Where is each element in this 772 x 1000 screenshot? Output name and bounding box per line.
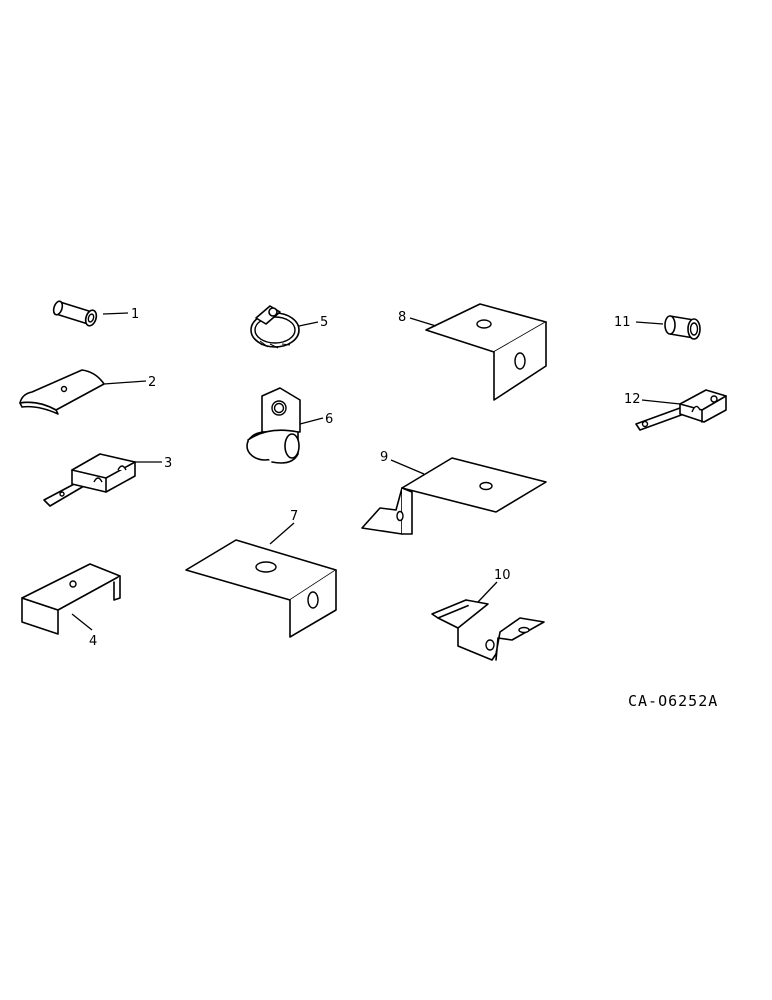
callout-11[interactable]: 11 [614,315,631,330]
callout-1[interactable]: 1 [131,307,139,322]
drawing-code: CA-O6252A [628,692,718,710]
leader-7 [269,522,295,545]
callout-2[interactable]: 2 [148,375,156,390]
leader-1 [102,312,129,315]
part-6-loop-clamp[interactable] [246,387,301,464]
leader-12 [641,399,681,405]
part-7-angle-bracket[interactable] [185,539,337,638]
leader-11 [635,321,664,325]
part-8-angle-bracket[interactable] [425,303,547,401]
callout-8[interactable]: 8 [398,310,406,325]
callout-5[interactable]: 5 [320,315,328,330]
part-4-u-bracket[interactable] [21,563,121,635]
callout-7[interactable]: 7 [290,509,298,524]
leader-10 [477,581,498,603]
part-3-block-clamp[interactable] [43,453,136,507]
part-5-hose-clamp[interactable] [250,305,300,349]
part-11-bushing[interactable] [664,315,701,340]
leader-2 [103,380,147,385]
callout-9[interactable]: 9 [380,450,388,465]
callout-12[interactable]: 12 [624,392,641,407]
callout-3[interactable]: 3 [164,456,172,471]
part-12-strap-clamp[interactable] [635,389,727,431]
callout-6[interactable]: 6 [325,412,333,427]
callout-10[interactable]: 10 [494,568,511,583]
leader-6 [299,417,324,425]
leader-5 [298,321,319,327]
leader-4 [71,613,93,631]
part-10-hat-bracket[interactable] [431,599,545,661]
leader-9 [390,459,425,475]
part-9-offset-bracket[interactable] [361,457,547,535]
part-2-curved-plate[interactable] [19,369,105,415]
leader-8 [409,317,437,327]
part-1-spacer-tube[interactable] [52,300,98,327]
callout-4[interactable]: 4 [89,634,97,649]
